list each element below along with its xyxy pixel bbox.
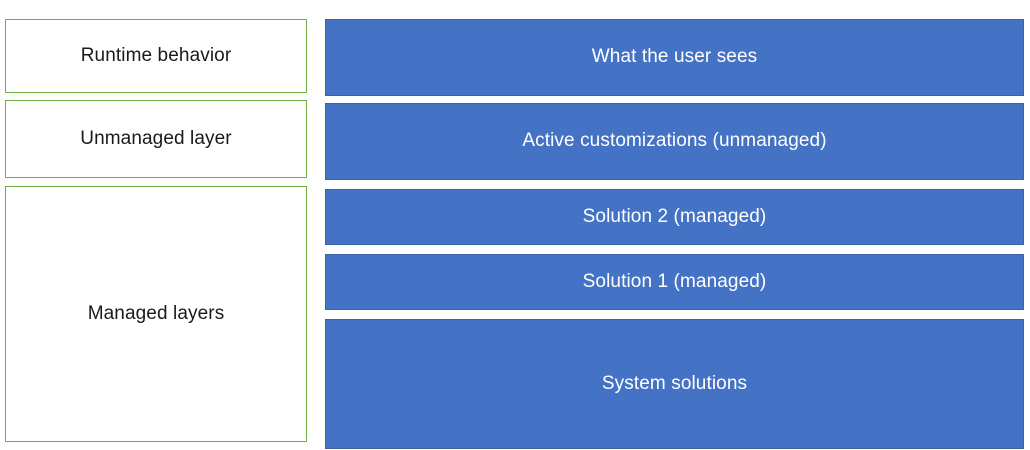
stack-bar-what-the-user-sees: What the user sees xyxy=(325,19,1024,96)
stack-bar-label-solution-1: Solution 1 (managed) xyxy=(582,270,767,292)
stack-bar-label-what-the-user-sees: What the user sees xyxy=(591,46,758,68)
stack-bar-label-system-solutions: System solutions xyxy=(601,372,748,394)
layer-box-label-runtime-behavior: Runtime behavior xyxy=(80,44,232,66)
layer-box-label-unmanaged-layer: Unmanaged layer xyxy=(80,127,232,149)
layer-box-unmanaged-layer: Unmanaged layer xyxy=(5,100,307,178)
stack-bar-solution-2: Solution 2 (managed) xyxy=(325,189,1024,245)
layer-box-runtime-behavior: Runtime behavior xyxy=(5,19,307,93)
stack-bar-label-active-customizations: Active customizations (unmanaged) xyxy=(522,130,827,152)
stack-bar-label-solution-2: Solution 2 (managed) xyxy=(582,205,767,227)
stack-bar-active-customizations: Active customizations (unmanaged) xyxy=(325,103,1024,180)
layer-box-label-managed-layers: Managed layers xyxy=(87,302,225,324)
stack-bar-solution-1: Solution 1 (managed) xyxy=(325,254,1024,310)
stack-bar-system-solutions: System solutions xyxy=(325,319,1024,449)
layer-box-managed-layers: Managed layers xyxy=(5,186,307,442)
